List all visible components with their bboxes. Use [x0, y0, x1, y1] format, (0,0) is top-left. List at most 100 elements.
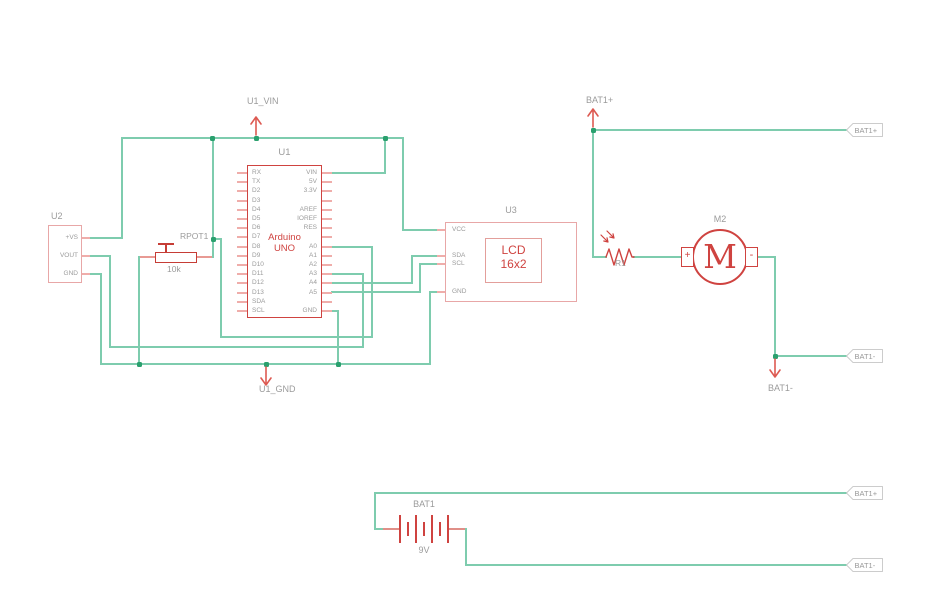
wire-arduino-gnd-to-bus[interactable]: [337, 310, 339, 365]
wire-pot-tap-to-a0[interactable]: [220, 336, 373, 338]
wire-battery-plus-wire[interactable]: [374, 528, 384, 530]
lcd-pin-stub[interactable]: [437, 229, 445, 231]
arduino-pin-stub[interactable]: [237, 227, 247, 230]
arduino-body[interactable]: [247, 165, 322, 318]
wire-pot-right-to-bus[interactable]: [212, 137, 214, 258]
net-tag[interactable]: BAT1-: [846, 558, 884, 572]
photoresistor-body[interactable]: [598, 228, 642, 268]
potentiometer-pin-stub[interactable]: [140, 256, 155, 258]
wire-pot-left-to-gnd[interactable]: [138, 256, 140, 365]
wire-bus-to-vin[interactable]: [331, 172, 386, 174]
wire-rail-to-r1[interactable]: [592, 129, 594, 258]
arduino-pin-stub[interactable]: [237, 245, 247, 248]
lcd-pin-stub[interactable]: [437, 291, 445, 293]
wire-lcd-sda-to-a4[interactable]: [411, 255, 438, 257]
battery-pin-stub[interactable]: [449, 528, 465, 530]
wire-lcd-gnd-to-bus[interactable]: [429, 291, 438, 293]
arduino-pin-stub[interactable]: [237, 208, 247, 211]
arduino-pin-stub[interactable]: [322, 245, 332, 248]
arduino-pin-stub[interactable]: [322, 227, 332, 230]
arduino-pin-stub[interactable]: [237, 181, 247, 184]
potentiometer-body[interactable]: [155, 252, 197, 263]
wire-lcd-sda-to-a4[interactable]: [411, 255, 413, 284]
wire-u2-vs-to-bus[interactable]: [121, 137, 123, 239]
arduino-pin-stub[interactable]: [237, 218, 247, 220]
wire-rail-to-r1[interactable]: [592, 256, 607, 258]
wire-battery-plus-wire[interactable]: [374, 492, 376, 530]
arduino-pin-stub[interactable]: [322, 310, 332, 312]
arduino-pin-stub[interactable]: [237, 273, 247, 276]
lcd-pin-stub[interactable]: [437, 255, 445, 257]
arduino-pin-stub[interactable]: [322, 236, 332, 239]
battery-pin-stub[interactable]: [383, 528, 399, 530]
wire-lcd-scl-to-a5[interactable]: [331, 291, 421, 293]
arduino-pin-stub[interactable]: [322, 291, 332, 294]
wire-lcd-scl-to-a5[interactable]: [419, 263, 438, 265]
wire-gnd-bus[interactable]: [89, 273, 102, 275]
wire-bus-to-lcd-vcc[interactable]: [402, 137, 404, 231]
arduino-pin-stub[interactable]: [237, 236, 247, 239]
arduino-pin-stub[interactable]: [322, 282, 332, 285]
wire-u2-vout-to-a3[interactable]: [89, 255, 111, 257]
arduino-pin-stub[interactable]: [237, 300, 247, 303]
wire-r1-to-motor[interactable]: [633, 256, 682, 258]
wire-u2-vout-to-a3[interactable]: [109, 255, 111, 348]
wire-pot-tap-to-a0[interactable]: [220, 238, 222, 338]
wire-lcd-sda-to-a4[interactable]: [331, 282, 413, 284]
wire-lcd-scl-to-a5[interactable]: [419, 263, 421, 293]
wire-pot-tap-to-a0[interactable]: [212, 238, 222, 240]
arduino-pin-stub[interactable]: [322, 208, 332, 211]
arduino-pin-stub[interactable]: [237, 282, 247, 285]
arduino-pin-stub[interactable]: [322, 300, 332, 303]
arduino-pin-stub[interactable]: [322, 190, 332, 193]
motor-body[interactable]: [692, 229, 748, 285]
wire-u2-vout-to-a3[interactable]: [331, 273, 364, 275]
arduino-pin-stub[interactable]: [237, 190, 247, 193]
motor-terminal-minus[interactable]: [745, 247, 758, 267]
arduino-pin-stub[interactable]: [237, 264, 247, 266]
arduino-pin-stub[interactable]: [237, 310, 247, 312]
arduino-pin-stub[interactable]: [237, 254, 247, 257]
wire-u2-vs-to-bus[interactable]: [89, 237, 123, 239]
motor-terminal-plus[interactable]: [681, 247, 694, 267]
lcd-pin-stub[interactable]: [437, 263, 445, 265]
wire-u2-vout-to-a3[interactable]: [362, 273, 364, 348]
sensor-pin-stub[interactable]: [82, 255, 90, 257]
wire-lcd-gnd-to-bus[interactable]: [429, 291, 431, 365]
arduino-pin-stub[interactable]: [322, 172, 332, 174]
arduino-pin-stub[interactable]: [237, 199, 247, 202]
arduino-pin-stub[interactable]: [322, 199, 332, 202]
wire-bat1-plus-rail[interactable]: [592, 129, 847, 131]
wire-power-bus-top[interactable]: [121, 137, 404, 139]
wire-bat1-minus-tag-wire[interactable]: [774, 355, 847, 357]
arduino-pin-label: 5V: [309, 178, 317, 186]
sensor-pin-stub[interactable]: [82, 237, 90, 239]
wire-battery-minus-wire[interactable]: [465, 528, 467, 566]
wire-bus-to-lcd-vcc[interactable]: [402, 229, 438, 231]
arduino-pin-stub[interactable]: [322, 254, 332, 257]
wire-arduino-gnd-to-bus[interactable]: [331, 310, 339, 312]
arduino-pin-stub[interactable]: [322, 273, 332, 276]
net-tag[interactable]: BAT1+: [846, 123, 884, 137]
net-tag[interactable]: BAT1+: [846, 486, 884, 500]
wire-battery-minus-wire[interactable]: [465, 564, 847, 566]
arduino-pin-stub[interactable]: [237, 172, 247, 174]
arduino-pin-stub[interactable]: [322, 264, 332, 266]
arduino-pin-label: A3: [309, 270, 317, 278]
arduino-pin-stub[interactable]: [322, 181, 332, 184]
wire-pot-tap-to-a0[interactable]: [331, 246, 373, 248]
arduino-pin-stub[interactable]: [322, 218, 332, 220]
net-tag[interactable]: BAT1-: [846, 349, 884, 363]
wire-gnd-bus[interactable]: [100, 273, 102, 365]
potentiometer-pin-stub[interactable]: [197, 256, 212, 258]
wire-motor-to-bat1-minus[interactable]: [774, 256, 776, 357]
sensor-body[interactable]: [48, 225, 82, 283]
net-label: BAT1+: [586, 95, 614, 105]
sensor-pin-stub[interactable]: [82, 273, 90, 275]
wire-motor-to-bat1-minus[interactable]: [758, 256, 776, 258]
wire-bus-to-vin[interactable]: [384, 137, 386, 174]
arduino-pin-stub[interactable]: [237, 291, 247, 294]
wire-u2-vout-to-a3[interactable]: [109, 346, 364, 348]
wire-battery-plus-wire[interactable]: [374, 492, 847, 494]
lcd-screen-text: 16x2: [500, 257, 527, 271]
